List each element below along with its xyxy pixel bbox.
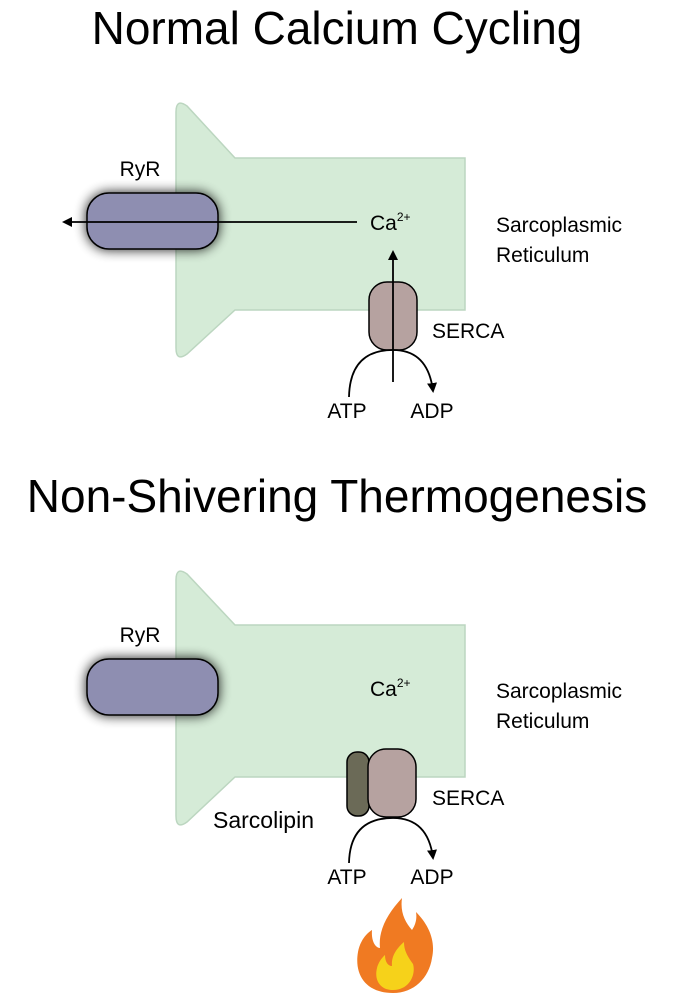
sarcolipin-label: Sarcolipin — [213, 807, 314, 833]
adp-label: ADP — [410, 866, 453, 889]
organelle-label-line2: Reticulum — [496, 710, 589, 733]
serca-label: SERCA — [432, 787, 504, 810]
atp-label: ATP — [327, 866, 366, 889]
flame-icon — [357, 898, 434, 993]
adp-label: ADP — [410, 400, 453, 423]
ryr-channel — [86, 658, 219, 716]
sarcoplasmic-reticulum-shape — [175, 570, 466, 826]
serca-label: SERCA — [432, 320, 504, 343]
panel-non-shivering-thermogenesis: Non-Shivering Thermogenesis RyR Ca2+ Sar… — [27, 470, 647, 993]
atp-label: ATP — [327, 400, 366, 423]
organelle-label-line1: Sarcoplasmic — [496, 214, 622, 237]
panel-normal-calcium-cycling: Normal Calcium Cycling RyR Ca2+ Sarcopla… — [62, 2, 622, 423]
panel-title: Normal Calcium Cycling — [92, 2, 583, 54]
atp-hydrolysis-arrow — [348, 817, 437, 864]
organelle-label-line2: Reticulum — [496, 244, 589, 267]
calcium-label: Ca2+ — [370, 676, 411, 701]
organelle-label-line1: Sarcoplasmic — [496, 680, 622, 703]
calcium-label: Ca2+ — [370, 210, 411, 235]
ryr-label: RyR — [120, 158, 161, 181]
ryr-label: RyR — [120, 624, 161, 647]
sarcoplasmic-reticulum-shape — [175, 102, 466, 358]
sarcolipin-peptide — [346, 751, 370, 817]
serca-pump — [367, 748, 417, 818]
atp-hydrolysis-arrow — [348, 349, 437, 398]
ryr-channel — [86, 192, 219, 250]
panel-title: Non-Shivering Thermogenesis — [27, 470, 647, 522]
